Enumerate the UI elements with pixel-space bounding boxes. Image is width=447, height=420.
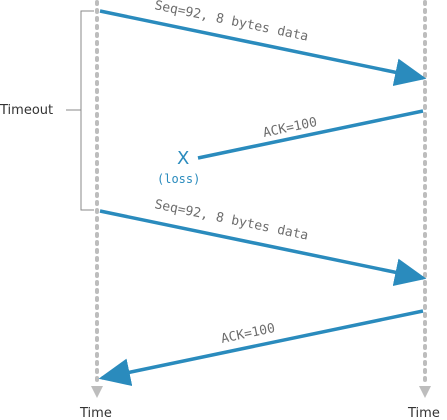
timeout-bracket [80, 10, 94, 211]
right-time-label: Time [407, 406, 440, 420]
seq2-arrow [99, 209, 427, 287]
ack2-arrow [98, 309, 424, 386]
seq1-arrow [99, 9, 427, 87]
timeout-label: Timeout [0, 103, 53, 118]
loss-label: (loss) [157, 172, 200, 186]
sender-timeline-arrow-icon [91, 386, 103, 398]
loss-x-icon: X [177, 148, 189, 169]
ack1-arrow [197, 109, 424, 160]
receiver-timeline-arrow-icon [419, 386, 431, 398]
left-time-label: Time [79, 406, 112, 420]
